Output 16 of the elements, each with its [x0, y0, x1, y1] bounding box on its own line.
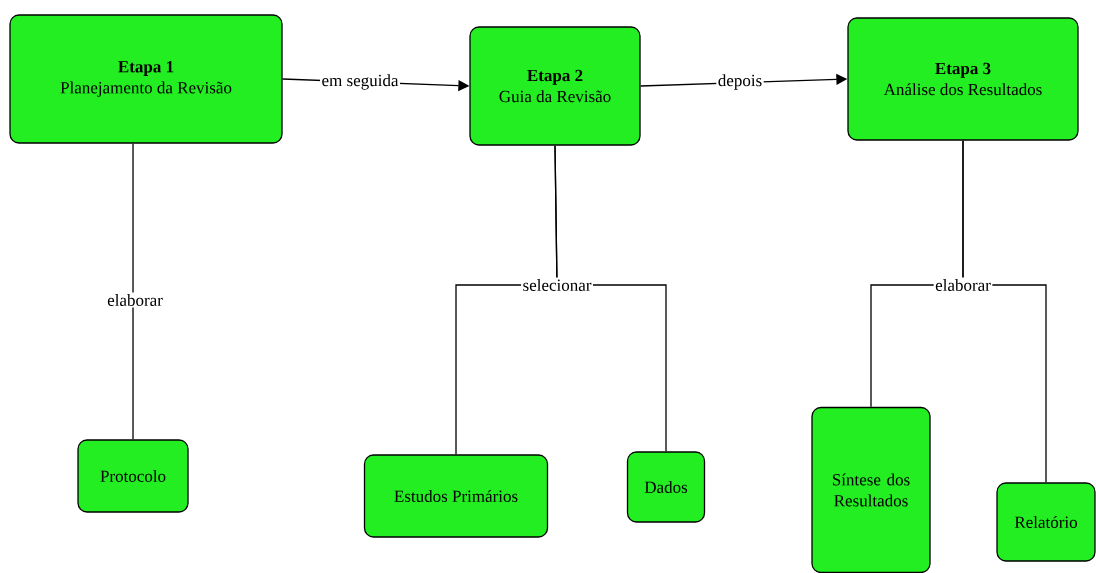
concept-box: Etapa 1 Planejamento da Revisão: [9, 14, 283, 144]
concept-box: Estudos Primários: [363, 454, 549, 538]
connector: [962, 140, 1047, 483]
concept-box: Etapa 2 Guia da Revisão: [469, 26, 641, 146]
concept-box: Síntese dos Resultados: [811, 406, 931, 573]
concept-box: Relatório: [996, 482, 1096, 562]
link-label: elaborar: [105, 292, 165, 308]
connector: [554, 145, 667, 452]
concept-box: Etapa 3 Análise dos Resultados: [847, 17, 1079, 141]
link-label: elaborar: [933, 277, 993, 293]
concept-box: Dados: [626, 451, 706, 523]
link-label: selecionar: [521, 277, 593, 293]
concept-box: Protocolo: [77, 439, 189, 513]
link-label: depois: [716, 72, 764, 92]
link-label: em seguida: [320, 72, 400, 92]
connector: [132, 143, 134, 440]
